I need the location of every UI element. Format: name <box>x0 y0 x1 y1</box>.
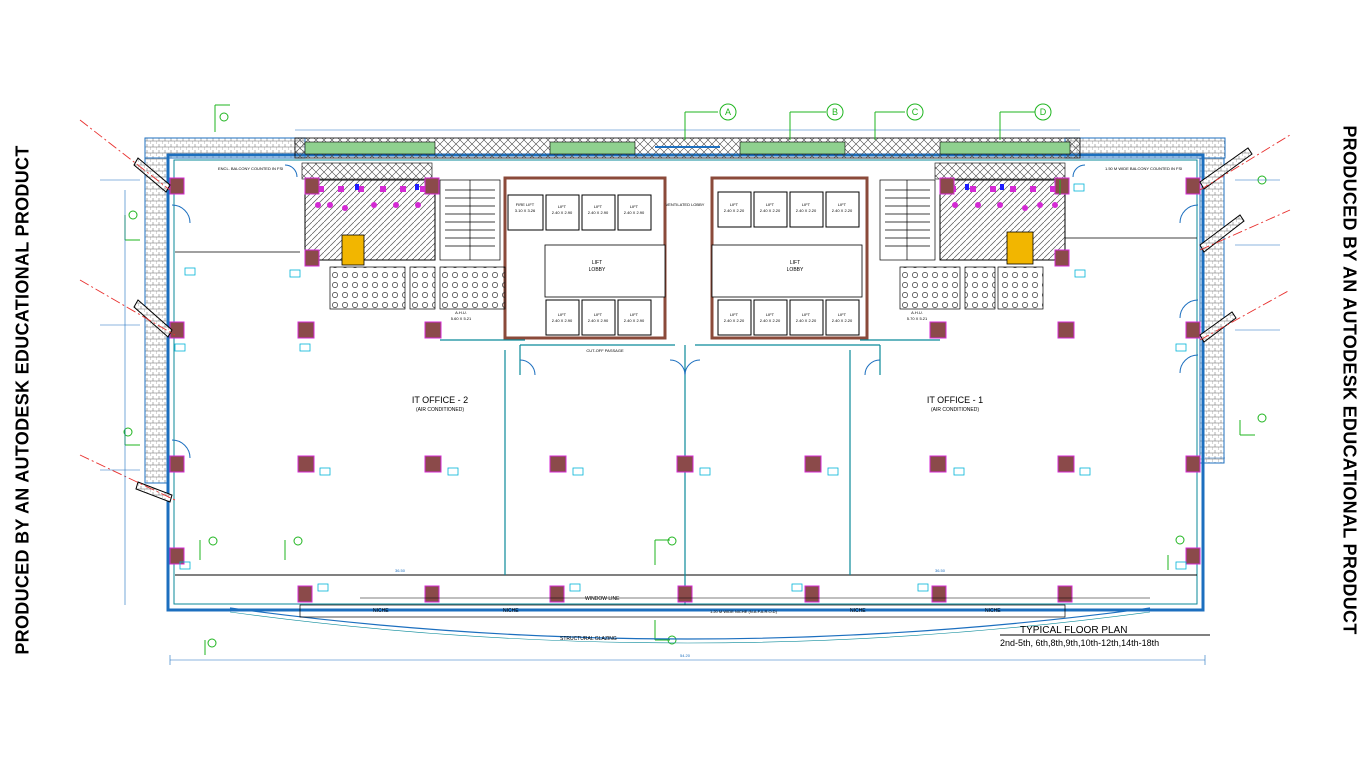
lift-label: LIFT <box>630 312 639 317</box>
lift-core-left <box>503 176 667 340</box>
balcony-left-label: ENCL. BALCONY COUNTED IN FSI <box>218 166 283 171</box>
watermark-right: PRODUCED BY AN AUTODESK EDUCATIONAL PROD… <box>1339 125 1360 635</box>
lift-label: LIFT <box>558 204 567 209</box>
lift-label: LIFT <box>838 312 847 317</box>
dimension-lines <box>100 179 1280 665</box>
niche-label: NICHE <box>373 608 389 614</box>
lift-label: LIFT <box>802 312 811 317</box>
lift-label: LIFT <box>802 202 811 207</box>
lift-size: 2.40 X 2.20 <box>832 318 853 323</box>
section-markers <box>123 104 1267 655</box>
structural-glazing <box>229 597 1151 644</box>
lift-size: 2.40 X 2.20 <box>760 318 781 323</box>
lift-label: LIFT <box>594 312 603 317</box>
lift-size: 2.40 X 2.90 <box>624 318 645 323</box>
lift-size: 2.40 X 2.90 <box>552 210 573 215</box>
ahu-right-label: A.H.U. <box>911 310 923 315</box>
lift-size: 2.40 X 2.90 <box>552 318 573 323</box>
lift-label: LIFT <box>766 312 775 317</box>
balcony-right-label: 1.50 M WIDE BALCONY COUNTED IN FSI <box>1105 166 1182 171</box>
lift-label: LIFT <box>730 202 739 207</box>
plan-title: TYPICAL FLOOR PLAN <box>1020 625 1127 636</box>
lift-lobby-right-label: LIFT <box>790 260 800 266</box>
lift-label: LIFT <box>838 202 847 207</box>
niche-label: NICHE <box>503 608 519 614</box>
lift-label: LIFT <box>766 202 775 207</box>
lift-label: LIFT <box>594 204 603 209</box>
fire-lift-label: FIRE LIFT <box>516 202 535 207</box>
ventilated-lobby-label: VENTILATED LOBBY <box>666 202 705 207</box>
lift-lobby-right-label-2: LOBBY <box>787 267 804 273</box>
window-line-label: WINDOW LINE <box>585 596 620 602</box>
staircase-right <box>879 179 936 261</box>
lift-size: 2.40 X 2.20 <box>796 318 817 323</box>
watermark-left: PRODUCED BY AN AUTODESK EDUCATIONAL PROD… <box>12 145 33 655</box>
fire-lift-size: 3.10 X 3.26 <box>515 208 536 213</box>
toilet-block-left <box>304 179 436 266</box>
grid-a-label: A <box>725 107 731 117</box>
staircase-left <box>439 179 501 261</box>
bottom-labels: NICHE NICHE NICHE NICHE WINDOW LINE 1.20… <box>373 596 1001 642</box>
lift-core-right <box>710 176 869 340</box>
lift-label: LIFT <box>730 312 739 317</box>
lift-lobby-left-label-2: LOBBY <box>589 267 606 273</box>
lift-lobby-left-label: LIFT <box>592 260 602 266</box>
niche-label: NICHE <box>850 608 866 614</box>
balcony-projections <box>133 147 1253 503</box>
office-left-title: IT OFFICE - 2 <box>412 395 468 405</box>
office-right-title: IT OFFICE - 1 <box>927 395 983 405</box>
cutoff-passage-label: CUT-OFF PASSAGE <box>586 348 624 353</box>
ahu-left-size: 5.60 X 5.21 <box>451 316 472 321</box>
grid-c-label: C <box>912 107 919 117</box>
doors <box>171 164 1199 459</box>
grid-letters: A B C D <box>725 107 1047 117</box>
grid-bubbles <box>684 103 1052 140</box>
ahu-rooms <box>329 266 1044 310</box>
lift-label: LIFT <box>558 312 567 317</box>
niche-label: NICHE <box>985 608 1001 614</box>
ahu-left-label: A.H.U. <box>455 310 467 315</box>
ahu-right-size: 5.70 X 5.21 <box>907 316 928 321</box>
lift-size: 2.40 X 2.20 <box>724 318 745 323</box>
lift-size: 2.40 X 2.90 <box>588 318 609 323</box>
office-right-subtitle: (AIR CONDITIONED) <box>931 407 979 413</box>
column-tags <box>174 183 1187 592</box>
overall-dimension: 54.20 <box>680 653 691 658</box>
axis-lines <box>79 119 1291 501</box>
inner-dimension-right: 36.50 <box>935 568 946 573</box>
lift-size: 2.40 X 2.20 <box>724 208 745 213</box>
toilet-block-right <box>939 179 1066 265</box>
lift-size: 2.40 X 2.20 <box>832 208 853 213</box>
lift-size: 2.40 X 2.20 <box>760 208 781 213</box>
grid-b-label: B <box>832 107 838 117</box>
lift-size: 2.40 X 2.90 <box>624 210 645 215</box>
structural-glazing-label: STRUCTURAL GLAZING <box>560 636 617 642</box>
inner-dimension-left: 36.50 <box>395 568 406 573</box>
grid-d-label: D <box>1040 107 1047 117</box>
partitions <box>440 339 940 605</box>
office-left-subtitle: (AIR CONDITIONED) <box>416 407 464 413</box>
plan-floors: 2nd-5th, 6th,8th,9th,10th-12th,14th-18th <box>1000 638 1159 648</box>
lift-label: LIFT <box>630 204 639 209</box>
wide-niche-label: 1.20 M WIDE NICHE (N.A.F.A.R.O.D) <box>710 609 778 614</box>
lift-size: 2.40 X 2.90 <box>588 210 609 215</box>
lift-size: 2.40 X 2.20 <box>796 208 817 213</box>
top-facade <box>294 129 1081 180</box>
